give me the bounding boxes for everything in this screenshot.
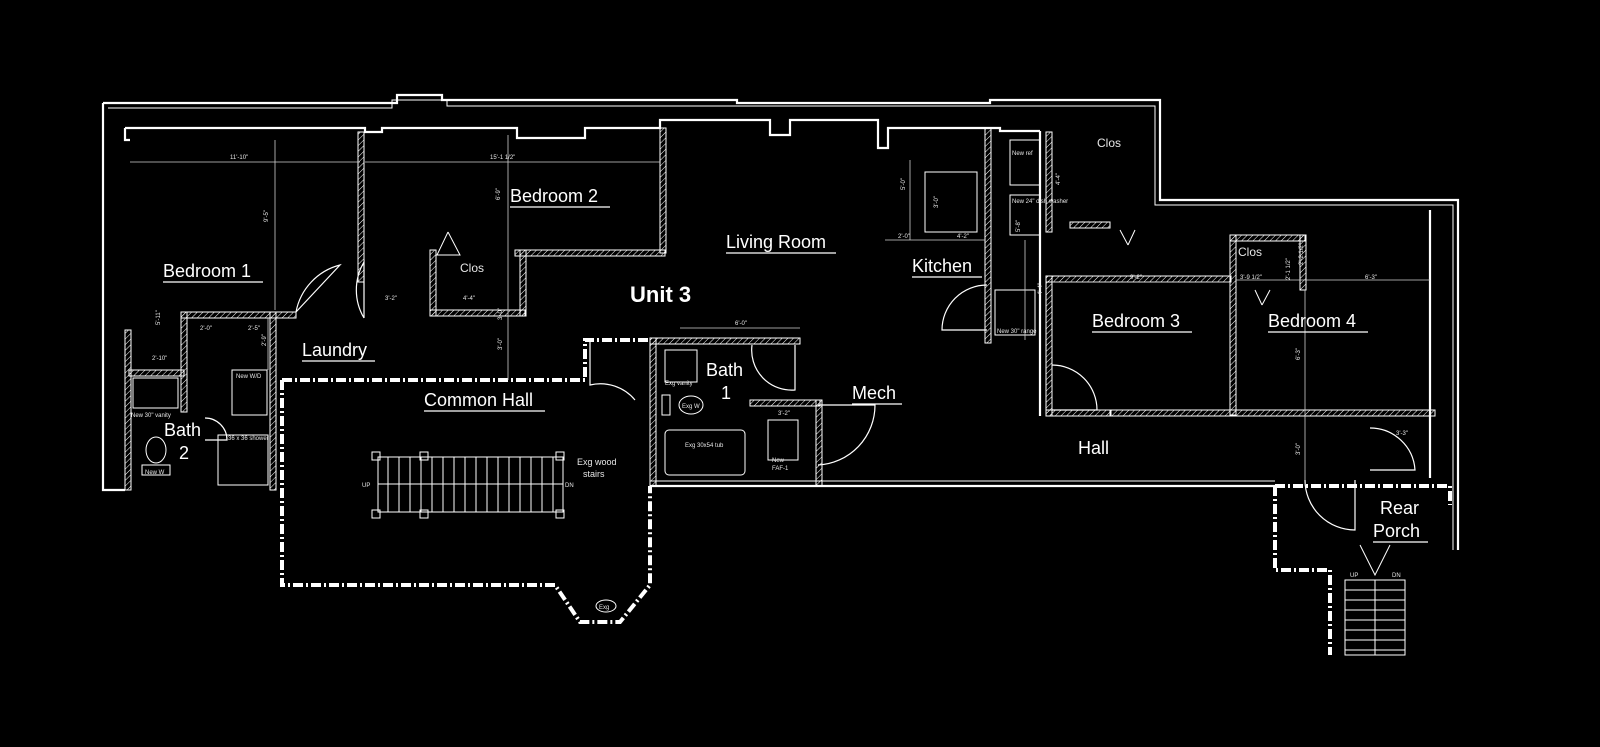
interior-walls bbox=[124, 127, 1436, 491]
rear-stairs bbox=[1344, 579, 1406, 656]
common-stairs bbox=[371, 451, 565, 519]
shower-note: 36 x 36 shower bbox=[228, 436, 269, 442]
dimension-label: 15'-1 1/2" bbox=[490, 155, 515, 161]
room-label-closet: Clos bbox=[1238, 245, 1262, 259]
dimension-label: 3'-2" bbox=[778, 411, 790, 417]
common-hall-outline bbox=[280, 338, 1452, 655]
dimension-label: 3'-3" bbox=[1396, 431, 1408, 437]
dimension-label: 11'-10" bbox=[230, 155, 248, 161]
wc-note: New W bbox=[145, 470, 165, 476]
stairs-note: stairs bbox=[583, 469, 605, 479]
range-note: New 30" range bbox=[997, 329, 1037, 335]
room-label-rear: Rear bbox=[1380, 498, 1419, 518]
room-label-bath2-number: 2 bbox=[179, 443, 189, 463]
dimension-label: 4'-4" bbox=[463, 296, 475, 302]
room-label-bedroom4: Bedroom 4 bbox=[1268, 311, 1356, 331]
vanity-note: Exg vanity bbox=[665, 381, 693, 387]
room-label-bedroom1: Bedroom 1 bbox=[163, 261, 251, 281]
room-label-kitchen: Kitchen bbox=[912, 256, 972, 276]
existing-note: Exg bbox=[599, 605, 609, 611]
room-label-laundry: Laundry bbox=[302, 340, 367, 360]
room-label-mech: Mech bbox=[852, 383, 896, 403]
dimension-label: 6'-3" bbox=[1296, 348, 1302, 360]
dimension-label: 5'-0" bbox=[901, 178, 907, 190]
dimension-label: 5'-8" bbox=[1016, 220, 1022, 232]
stairs-note: Exg wood bbox=[577, 457, 617, 467]
dimension-label: 4'-4" bbox=[1038, 283, 1044, 295]
room-label-bath2: Bath bbox=[164, 420, 201, 440]
fridge-note: New ref bbox=[1012, 151, 1033, 157]
furnace-note: FAF-1 bbox=[772, 466, 789, 472]
dimension-label: 2'-9" bbox=[262, 334, 268, 346]
exterior-walls bbox=[101, 93, 1460, 550]
dimension-label: 6'-0" bbox=[735, 321, 747, 327]
washer-dryer-note: New W/D bbox=[236, 374, 262, 380]
dimension-label: 4'-2" bbox=[957, 234, 969, 240]
unit-title: Unit 3 bbox=[630, 282, 691, 307]
doors bbox=[204, 259, 1416, 531]
dimension-label: 2'-2 1/2" bbox=[1299, 243, 1305, 265]
dimension-lines bbox=[130, 135, 1430, 480]
room-label-bedroom3: Bedroom 3 bbox=[1092, 311, 1180, 331]
vanity-note: New 30" vanity bbox=[131, 413, 171, 419]
dimension-label: 3'-9 1/2" bbox=[1240, 275, 1262, 281]
room-label-porch: Porch bbox=[1373, 521, 1420, 541]
wc-note: Exg W bbox=[682, 404, 700, 410]
dimension-label: 5'-11" bbox=[156, 310, 162, 325]
tub-note: Exg 30x54 tub bbox=[685, 443, 724, 449]
room-label-living: Living Room bbox=[726, 232, 826, 252]
room-label-bath1: Bath bbox=[706, 360, 743, 380]
fixtures bbox=[132, 139, 1391, 613]
dimension-label: 3'-0" bbox=[1296, 443, 1302, 455]
room-label-bath1-number: 1 bbox=[721, 383, 731, 403]
stairs-down-label: DN bbox=[565, 483, 574, 489]
dimension-label: 2'-0" bbox=[898, 234, 910, 240]
stairs-up-label: UP bbox=[1350, 573, 1358, 579]
dimension-label: 9'-5" bbox=[264, 210, 270, 222]
dimension-label: 2'-10" bbox=[152, 356, 167, 362]
dimension-label: 9'-2" bbox=[1130, 275, 1142, 281]
stairs-up-label: UP bbox=[362, 483, 370, 489]
room-label-common-hall: Common Hall bbox=[424, 390, 533, 410]
dimension-label: 2'-1 1/2" bbox=[1286, 258, 1292, 280]
room-label-bedroom2: Bedroom 2 bbox=[510, 186, 598, 206]
dimension-label: 2'-0" bbox=[200, 326, 212, 332]
dimension-label: 2'-5" bbox=[248, 326, 260, 332]
dishwasher-note: New 24" dish washer bbox=[1012, 199, 1068, 205]
dimension-label: 3'-0" bbox=[934, 196, 940, 208]
dimension-label: 3'-0" bbox=[498, 308, 504, 320]
dimension-label: 3'-2" bbox=[385, 296, 397, 302]
room-label-hall: Hall bbox=[1078, 438, 1109, 458]
stairs-down-label: DN bbox=[1392, 573, 1401, 579]
dimension-label: 6'-3" bbox=[1365, 275, 1377, 281]
dimension-label: 3'-0" bbox=[498, 338, 504, 350]
furnace-note: New bbox=[772, 458, 785, 464]
dimension-label: 4'-4" bbox=[1056, 173, 1062, 185]
dimension-label: 6'-9" bbox=[496, 188, 502, 200]
room-label-closet: Clos bbox=[460, 261, 484, 275]
room-label-closet: Clos bbox=[1097, 136, 1121, 150]
